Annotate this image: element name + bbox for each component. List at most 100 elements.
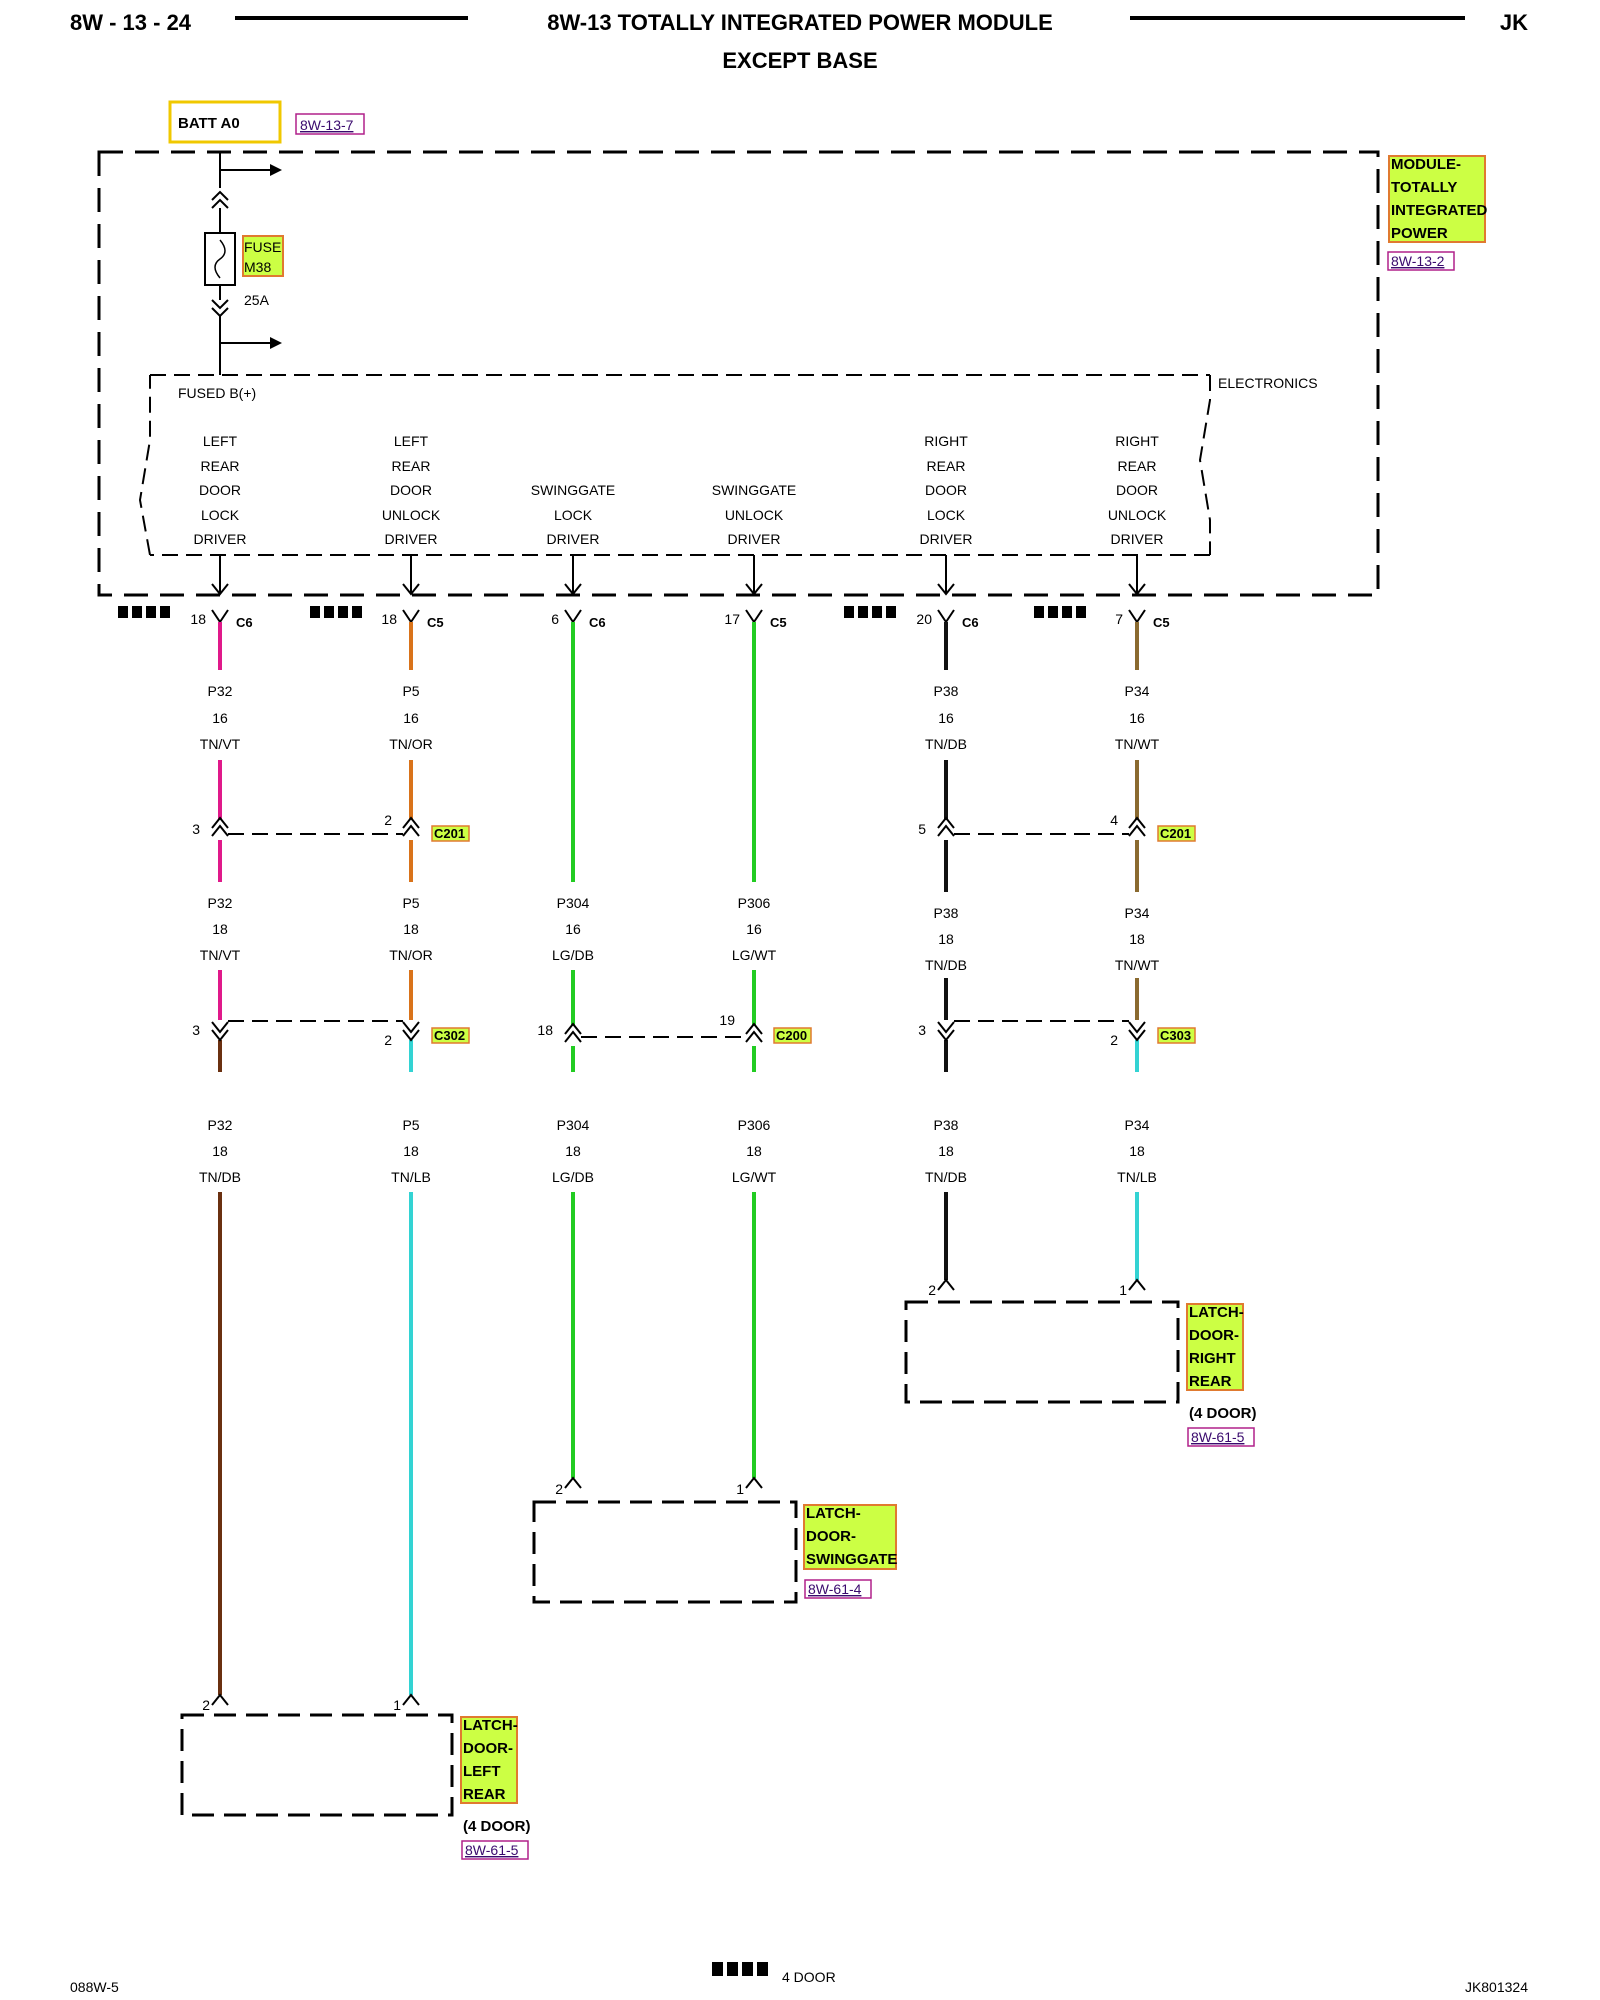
driver-left-rear-lock[interactable]: LEFT REAR DOOR LOCK DRIVER <box>194 433 247 547</box>
driver-swinggate-lock[interactable]: SWINGGATE LOCK DRIVER <box>531 482 616 547</box>
c302-pin-p32: 3 <box>192 1022 200 1038</box>
p304-seg3-color: LG/DB <box>552 1169 594 1185</box>
driver-3-line-2: LOCK <box>554 507 593 523</box>
latch-left-line-4: REAR <box>463 1786 506 1803</box>
driver-left-rear-unlock[interactable]: LEFT REAR DOOR UNLOCK DRIVER <box>382 433 441 547</box>
fuse-tag-id: M38 <box>244 259 271 275</box>
driver-right-rear-unlock[interactable]: RIGHT REAR DOOR UNLOCK DRIVER <box>1108 433 1167 547</box>
driver-1-line-1: LEFT <box>203 433 238 449</box>
latch-swing-pin-2: 2 <box>555 1481 563 1497</box>
driver-5-line-5: DRIVER <box>920 531 973 547</box>
p304-seg3-gauge: 18 <box>565 1143 581 1159</box>
conn-2: C5 <box>427 615 444 630</box>
latch-swing-line-2: DOOR- <box>806 1528 856 1545</box>
p32-seg3-circuit: P32 <box>208 1117 233 1133</box>
p38-seg3-color: TN/DB <box>925 1169 967 1185</box>
c303-pin-p34: 2 <box>1110 1032 1118 1048</box>
latch-right-ref-link[interactable]: 8W-61-5 <box>1191 1429 1245 1445</box>
driver-3-line-3: DRIVER <box>547 531 600 547</box>
p5-seg2-circuit: P5 <box>402 895 419 911</box>
model-code: JK <box>1500 10 1528 35</box>
four-door-indicator-1 <box>118 606 170 618</box>
c200-pin-p304: 18 <box>537 1022 553 1038</box>
c303-pin-p38: 3 <box>918 1022 926 1038</box>
c302-tag[interactable] <box>431 1027 470 1044</box>
driver-swinggate-unlock[interactable]: SWINGGATE UNLOCK DRIVER <box>712 482 797 547</box>
batt-ref-box[interactable] <box>295 113 365 135</box>
seg1-labels: P32 16 TN/VT P5 16 TN/OR P38 16 TN/DB P3… <box>200 683 1160 752</box>
latch-left-tag[interactable] <box>460 1716 518 1804</box>
legend-four-door-label: 4 DOOR <box>782 1969 836 1985</box>
c201-pin-p34: 4 <box>1110 812 1118 828</box>
c201-tag-right[interactable] <box>1157 825 1196 842</box>
driver-5-line-3: DOOR <box>925 482 967 498</box>
driver-right-rear-lock[interactable]: RIGHT REAR DOOR LOCK DRIVER <box>920 433 973 547</box>
driver-6-line-5: DRIVER <box>1111 531 1164 547</box>
c200-label: C200 <box>776 1028 807 1043</box>
latch-right-pin-symbols <box>937 1278 1146 1291</box>
four-door-indicator-4 <box>1034 606 1086 618</box>
driver-2-line-2: REAR <box>392 458 431 474</box>
latch-left-pin-1: 1 <box>393 1697 401 1713</box>
batt-source-box[interactable] <box>168 100 282 144</box>
module-ref-link[interactable]: 8W-13-2 <box>1391 253 1445 269</box>
p32-seg2-color: TN/VT <box>200 947 241 963</box>
latch-right-tag[interactable] <box>1186 1303 1244 1391</box>
driver-1-line-2: REAR <box>201 458 240 474</box>
p304-seg2-gauge: 16 <box>565 921 581 937</box>
module-tag-line-2: TOTALLY <box>1391 179 1457 196</box>
legend-four-door-icon <box>712 1962 768 1976</box>
fuse-in-chevron-2-icon <box>211 198 229 209</box>
p304-seg2-circuit: P304 <box>557 895 590 911</box>
latch-swinggate-box[interactable] <box>532 1500 798 1604</box>
c302-pin-p5: 2 <box>384 1032 392 1048</box>
conn-5: C6 <box>962 615 979 630</box>
module-connector-pins: 18 C6 18 C5 6 C6 17 C5 20 C6 7 C5 <box>190 611 1169 630</box>
driver-2-line-1: LEFT <box>394 433 429 449</box>
fuse-tag[interactable] <box>242 235 284 277</box>
latch-swing-tag[interactable] <box>803 1504 897 1570</box>
latch-left-rear-box[interactable] <box>180 1713 454 1817</box>
c303-label: C303 <box>1160 1028 1191 1043</box>
module-tag[interactable] <box>1388 155 1486 243</box>
p32-seg1-color: TN/VT <box>200 736 241 752</box>
driver-6-line-2: REAR <box>1118 458 1157 474</box>
p306-seg3-circuit: P306 <box>738 1117 771 1133</box>
c200-pin-p306: 19 <box>719 1012 735 1028</box>
p304-seg2-color: LG/DB <box>552 947 594 963</box>
latch-left-pin-symbols <box>211 1693 420 1706</box>
driver-6-line-3: DOOR <box>1116 482 1158 498</box>
batt-ref-link[interactable]: 8W-13-7 <box>300 117 354 133</box>
latch-swing-ref-box[interactable] <box>804 1579 872 1599</box>
latch-left-ref-link[interactable]: 8W-61-5 <box>465 1842 519 1858</box>
latch-right-pin-2: 2 <box>928 1282 936 1298</box>
latch-right-ref-box[interactable] <box>1187 1427 1255 1447</box>
latch-left-ref-box[interactable] <box>461 1840 529 1860</box>
p32-seg2-gauge: 18 <box>212 921 228 937</box>
latch-right-line-3: RIGHT <box>1189 1350 1236 1367</box>
driver-2-line-3: DOOR <box>390 482 432 498</box>
module-tag-line-4: POWER <box>1391 225 1448 242</box>
driver-4-line-2: UNLOCK <box>725 507 784 523</box>
pin-1: 18 <box>190 611 206 627</box>
p38-seg1-gauge: 16 <box>938 710 954 726</box>
c200-tag[interactable] <box>773 1027 812 1044</box>
latch-swing-pin-1: 1 <box>736 1481 744 1497</box>
page-id: 8W - 13 - 24 <box>70 10 192 35</box>
c201-tag-left[interactable] <box>431 825 470 842</box>
tipm-boundary <box>97 150 1380 597</box>
batt-source-label: BATT A0 <box>178 115 240 132</box>
module-ref-box[interactable] <box>1387 251 1455 271</box>
fuse-out-chevron-icon <box>211 299 229 310</box>
latch-right-rear-box[interactable] <box>904 1300 1180 1404</box>
footer-right-code: JK801324 <box>1465 1979 1528 1995</box>
latch-left-pin-2: 2 <box>202 1697 210 1713</box>
p38-seg1-circuit: P38 <box>934 683 959 699</box>
p38-seg1-color: TN/DB <box>925 736 967 752</box>
p304-seg3-circuit: P304 <box>557 1117 590 1133</box>
latch-swing-ref-link[interactable]: 8W-61-4 <box>808 1581 862 1597</box>
latch-right-note: (4 DOOR) <box>1189 1405 1257 1422</box>
c303-tag[interactable] <box>1157 1027 1196 1044</box>
pin-3: 6 <box>551 611 559 627</box>
conn-4: C5 <box>770 615 787 630</box>
